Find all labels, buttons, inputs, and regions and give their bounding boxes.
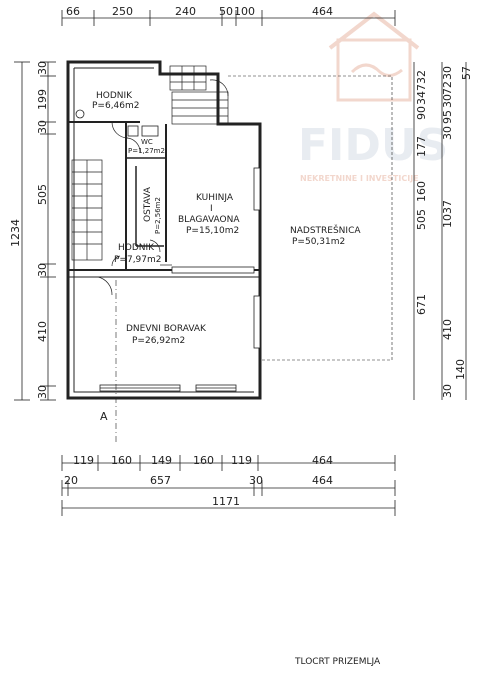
top-dim: 240 [175, 5, 196, 18]
bottom-dim: 119 [231, 454, 252, 467]
left-dim: 410 [36, 321, 49, 342]
top-dimension-line [61, 10, 396, 26]
right-dim: 505 [415, 209, 428, 230]
top-dim: 50 [219, 5, 233, 18]
bottom-dim: 20 [64, 474, 78, 487]
windows [99, 167, 261, 392]
room-area: P=6,46m2 [92, 101, 140, 111]
top-dim: 66 [66, 5, 80, 18]
bottom-dim: 119 [73, 454, 94, 467]
top-dim: 100 [234, 5, 255, 18]
room-area: P=50,31m2 [292, 237, 345, 247]
bottom-dim: 464 [312, 474, 333, 487]
sink-icon [141, 125, 159, 137]
watermark-house-icon [336, 38, 412, 102]
plan-title: TLOCRT PRIZEMLJA [294, 657, 381, 667]
right-dim: 30 [441, 66, 454, 80]
right-dim: 671 [415, 294, 428, 315]
room-labels: HODNIK P=6,46m2 WC P=1,27m2 OSTAVA P=2,5… [92, 91, 361, 346]
watermark-tagline: NEKRETNINE I INVESTICIJE [300, 174, 419, 183]
bottom-dim: 464 [312, 454, 333, 467]
right-dim: 30 [441, 94, 454, 108]
room-area: P=2,56m2 [154, 197, 162, 234]
left-dim: 30 [36, 385, 49, 399]
bottom-total-dim: 1171 [212, 495, 240, 508]
bottom-dim: 149 [151, 454, 172, 467]
left-dimension-lines [14, 61, 56, 401]
right-dims: 177 160 505 671 410 30 90 347 32 30 95 3… [415, 66, 473, 398]
left-dims: 30 199 30 505 30 410 30 1234 [9, 61, 49, 399]
doors [97, 79, 229, 296]
right-dim: 347 [415, 84, 428, 105]
room-name: OSTAVA [143, 186, 153, 222]
bottom-dimension-lines [61, 455, 396, 516]
wc-fixture-icon [127, 125, 139, 137]
canopy-outline [228, 75, 393, 361]
left-dim: 30 [36, 61, 49, 75]
right-dimension-lines [413, 62, 467, 400]
staircase [71, 65, 229, 261]
right-dim: 160 [415, 181, 428, 202]
bottom-dim: 30 [249, 474, 263, 487]
watermark-handshake-icon [350, 63, 403, 77]
right-dim: 32 [415, 70, 428, 84]
right-dim: 140 [454, 359, 467, 380]
bottom-dim: 160 [193, 454, 214, 467]
right-dim: 177 [415, 136, 428, 157]
bottom-dim: 160 [111, 454, 132, 467]
bottom-dim: 657 [150, 474, 171, 487]
right-dim: 57 [460, 66, 473, 80]
watermark-brand: FIDUS [298, 120, 448, 171]
room-area: P=1,27m2 [128, 147, 165, 155]
room-name: BLAGAVAONA [178, 215, 240, 225]
chimney-icon [75, 109, 85, 119]
left-dim: 505 [36, 184, 49, 205]
room-area: P=26,92m2 [132, 336, 185, 346]
top-dim: 464 [312, 5, 333, 18]
section-mark: A [100, 410, 108, 423]
room-name: NADSTREŠNICA [290, 224, 361, 236]
left-dim: 30 [36, 120, 49, 134]
room-name: HODNIK [118, 243, 155, 253]
right-dim: 95 [441, 110, 454, 124]
right-dim: 90 [415, 106, 428, 120]
room-name: DNEVNI BORAVAK [126, 324, 207, 334]
right-dim: 30 [441, 384, 454, 398]
right-dim: 410 [441, 319, 454, 340]
room-name: KUHINJA [196, 193, 234, 203]
right-dim: 1037 [441, 200, 454, 228]
watermark: FIDUS NEKRETNINE I INVESTICIJE [298, 11, 448, 183]
room-name-conj: I [210, 204, 213, 214]
room-name: HODNIK [96, 91, 133, 101]
top-dim: 250 [112, 5, 133, 18]
left-dim: 199 [36, 89, 49, 110]
left-dim: 30 [36, 263, 49, 277]
room-area: P=7,97m2 [114, 255, 162, 265]
left-total-dim: 1234 [9, 219, 22, 247]
room-area: P=15,10m2 [186, 226, 239, 236]
room-name: WC [141, 138, 153, 146]
right-dim: 72 [441, 81, 454, 95]
right-dim: 30 [441, 126, 454, 140]
